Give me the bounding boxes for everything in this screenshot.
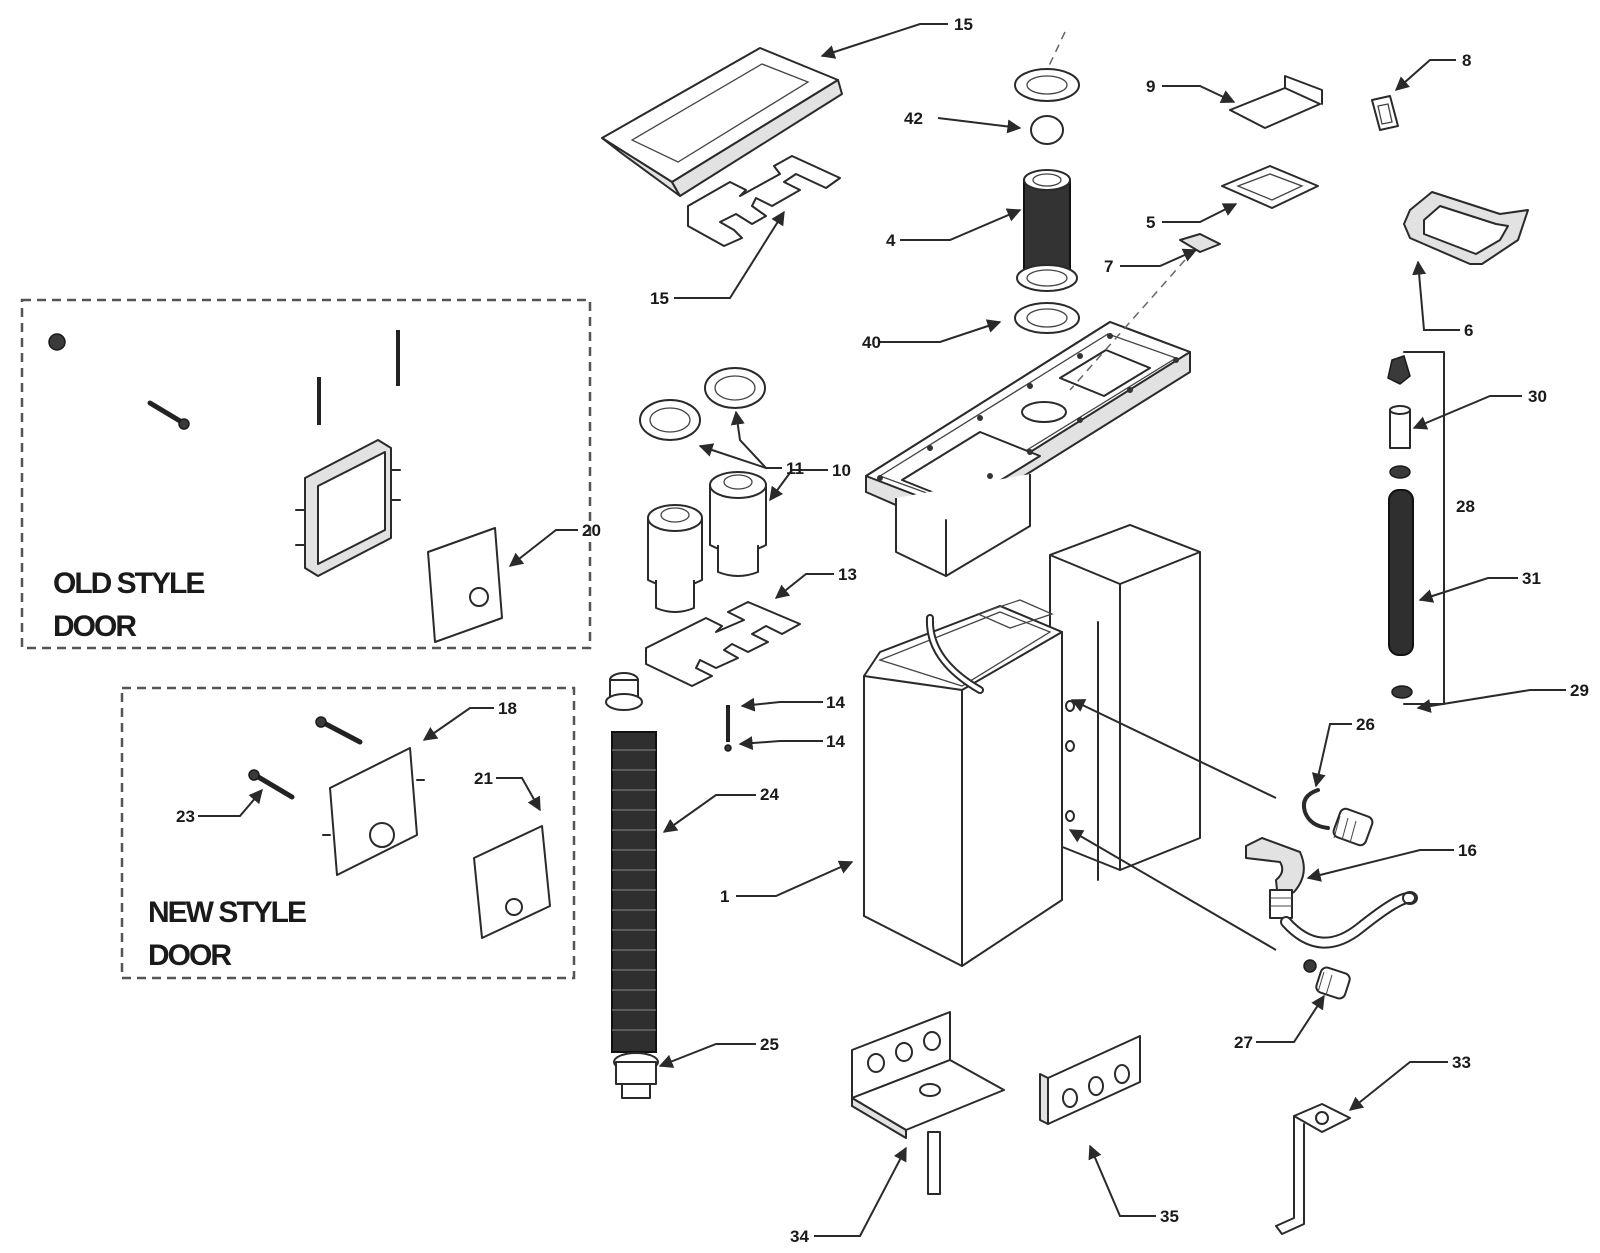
nut-icon: [48, 333, 66, 351]
part-number: 9: [1146, 77, 1155, 96]
part-number: 20: [582, 521, 601, 540]
gasket-ring-part: [1014, 68, 1080, 102]
part-number: 42: [904, 109, 923, 128]
corrugated-hose-part: [611, 731, 657, 1053]
new-style-label-line1: NEW STYLE: [148, 896, 306, 929]
part-number: 30: [1528, 387, 1547, 406]
part-number: 10: [832, 461, 851, 480]
part-number: 7: [1104, 257, 1113, 276]
part-number-labels: 15 15 42 4 9 8 5 7 6 40 30 11 10 28 31 2…: [176, 15, 1589, 1246]
fitting-part: [605, 672, 643, 711]
part-number: 8: [1462, 51, 1471, 70]
part-number: 29: [1570, 681, 1589, 700]
part-number: 24: [760, 785, 779, 804]
gasket-ring-inner: [1026, 75, 1068, 95]
part-number: 33: [1452, 1053, 1471, 1072]
door-panel-part: [473, 825, 551, 939]
screw-part: [147, 400, 190, 430]
valve-elbow-part: [1245, 837, 1305, 919]
bearing-part: [639, 399, 701, 441]
old-style-label-line1: OLD STYLE: [53, 567, 204, 600]
part-number: 1: [720, 887, 729, 906]
z-bracket-part: [1275, 1103, 1351, 1235]
part-number: 5: [1146, 213, 1155, 232]
screw-part: [315, 716, 363, 745]
new-style-door-group: NEW STYLE DOOR: [120, 686, 576, 980]
pin-head: [724, 744, 732, 752]
part-number: 21: [474, 769, 493, 788]
part-number: 14: [826, 732, 845, 751]
part-number: 28: [1456, 497, 1475, 516]
valve-part: [1303, 959, 1351, 1000]
seal-ring-part: [1016, 264, 1078, 292]
main-tank-part: [863, 524, 1201, 967]
square-gasket-part: [1221, 165, 1319, 209]
gasket-ring-inner: [1026, 308, 1068, 328]
part-number: 27: [1234, 1033, 1253, 1052]
h-bracket-part: [645, 601, 801, 687]
angle-bracket-part: [851, 1011, 1005, 1195]
new-style-label-line2: DOOR: [148, 939, 232, 972]
door-panel-part: [427, 527, 503, 643]
part-number: 26: [1356, 715, 1375, 734]
motor-part: [647, 504, 703, 613]
part-number: 40: [862, 333, 881, 352]
door-frame-part: [295, 439, 401, 577]
part-number: 25: [760, 1035, 779, 1054]
gasket-ring-part: [1014, 302, 1080, 334]
part-number: 15: [954, 15, 973, 34]
door-frame-part: [322, 747, 425, 876]
bearing-part: [704, 367, 766, 409]
part-number: 35: [1160, 1207, 1179, 1226]
part-number: 13: [838, 565, 857, 584]
lid-seal-part: [1403, 191, 1529, 265]
tray-part: [601, 47, 843, 197]
part-number: 14: [826, 693, 845, 712]
valve-part: [1301, 788, 1374, 847]
assembly-guide-line: [1069, 259, 1186, 391]
screw-part: [248, 769, 295, 800]
latch-part: [1179, 233, 1221, 253]
curved-hose-part: [1280, 891, 1418, 949]
part-number: 31: [1522, 569, 1541, 588]
seal-ring-inner: [1026, 269, 1068, 287]
part-number: 23: [176, 807, 195, 826]
top-plate-part: [865, 321, 1191, 577]
leader-lines: [198, 23, 1566, 1237]
part-number: 18: [498, 699, 517, 718]
part-number: 6: [1464, 321, 1473, 340]
old-style-door-box: [20, 298, 592, 650]
part-number: 4: [886, 231, 896, 250]
part-number: 11: [786, 459, 804, 478]
old-style-label-line2: DOOR: [53, 610, 137, 643]
part-number: 15: [650, 289, 669, 308]
assembly-guide-line: [1046, 31, 1066, 71]
part-number: 16: [1458, 841, 1477, 860]
h-bracket-part: [687, 155, 841, 247]
fitting-part: [613, 1052, 659, 1099]
o-ring-part: [1030, 115, 1064, 145]
cover-plate-part: [1229, 75, 1323, 129]
filter-cartridge-part: [1023, 169, 1071, 281]
clip-part: [1371, 95, 1399, 131]
mounting-plate-part: [1039, 1035, 1141, 1125]
motor-part: [709, 471, 767, 577]
old-style-door-group: OLD STYLE DOOR: [20, 298, 592, 650]
part-number: 34: [790, 1227, 809, 1246]
tube-assembly-part: [1387, 351, 1445, 705]
new-style-door-box: [120, 686, 576, 980]
